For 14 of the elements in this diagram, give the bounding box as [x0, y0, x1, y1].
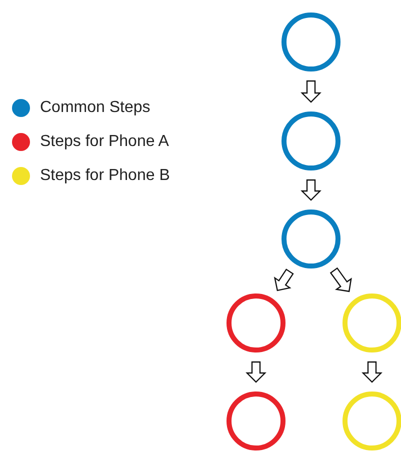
- block-arrow: [300, 80, 322, 103]
- step-circle: [226, 392, 286, 450]
- block-arrow: [300, 179, 322, 201]
- block-arrow: [246, 361, 266, 383]
- step-circle: [226, 294, 286, 352]
- step-circle: [282, 12, 340, 72]
- legend-label: Steps for Phone B: [40, 167, 170, 185]
- step-circle: [282, 112, 340, 170]
- legend-label: Common Steps: [40, 99, 150, 117]
- block-arrow: [274, 268, 294, 292]
- block-arrow: [330, 267, 352, 292]
- step-circle: [282, 210, 340, 268]
- legend-label: Steps for Phone A: [40, 133, 169, 151]
- block-arrow: [362, 361, 382, 383]
